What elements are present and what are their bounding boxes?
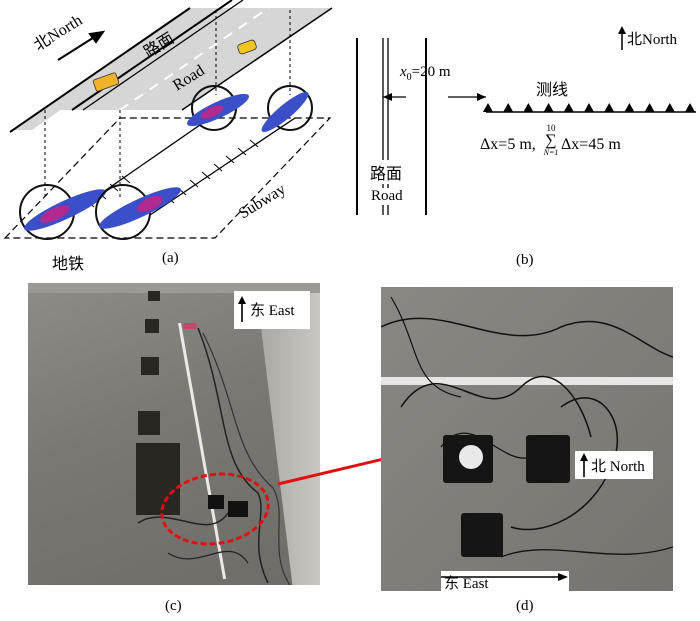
north-label-d: 北 North	[591, 459, 645, 475]
north-badge-d	[575, 451, 653, 479]
panel-b-diagram	[356, 26, 696, 215]
sigma-icon: ∑	[545, 132, 557, 149]
photo-c: 东 East	[28, 283, 320, 585]
north-arrow-icon-d	[578, 452, 590, 478]
sum-top: 10	[546, 123, 556, 133]
sensor-unit-1	[443, 435, 493, 483]
caption-c: (c)	[165, 598, 182, 614]
caption-a: (a)	[162, 250, 179, 266]
sensor-marker	[503, 103, 514, 112]
sensor-marker	[523, 103, 534, 112]
sum-bottom: N=1	[543, 148, 559, 157]
sensor-cap	[459, 445, 483, 469]
sensor-block	[138, 411, 160, 435]
subway-cn-label: 地铁	[52, 256, 85, 273]
caption-d: (d)	[516, 598, 534, 614]
car-icon	[237, 39, 257, 55]
road-lower-band	[15, 88, 92, 130]
photo-d: 北 North 东 East	[381, 287, 673, 591]
east-badge-d	[441, 571, 569, 591]
sensor-marker	[563, 103, 574, 112]
subway-train-2	[95, 184, 181, 240]
sum-expression: Δx=45 m	[561, 136, 621, 153]
red-connector	[183, 323, 197, 329]
sensor-marker	[685, 103, 695, 112]
sensor-marker	[604, 103, 615, 112]
x0-subscript: 0	[406, 72, 412, 83]
survey-line-label: 测线	[536, 82, 569, 99]
north-label-b: 北North	[627, 32, 677, 48]
geophone	[208, 495, 224, 509]
sensor-row	[483, 103, 695, 112]
east-arrow-icon	[236, 295, 248, 323]
sum-symbol: 10 ∑ N=1	[543, 124, 559, 157]
geophone	[228, 501, 248, 517]
sensor-marker	[624, 103, 635, 112]
panel-b: 北North x0=20 m 测线 Δx=5 m, 10 ∑ N=1 Δx=45…	[340, 0, 700, 275]
sensor-unit-2	[526, 435, 570, 483]
road-cn-label-b: 路面	[369, 160, 404, 184]
x0-value: =20 m	[411, 64, 451, 80]
subway-train-4	[261, 85, 313, 133]
spacing-label: Δx=5 m,	[480, 136, 536, 154]
north-arrow	[57, 30, 106, 61]
cables-c	[137, 327, 291, 585]
sensor-block-large	[136, 443, 180, 515]
sensor-block	[141, 357, 159, 375]
sensor-marker	[644, 103, 655, 112]
sensor-marker	[584, 103, 594, 112]
east-label-d: 东 East	[444, 576, 489, 591]
bus-icon	[92, 72, 120, 92]
road-en-label-b: Road	[370, 188, 404, 205]
sensor-block	[145, 319, 159, 333]
subway-train-3	[187, 85, 249, 131]
sensor-block	[148, 291, 160, 301]
curb-top	[28, 283, 320, 293]
x0-symbol: x	[400, 64, 407, 80]
sensor-marker	[483, 103, 493, 112]
x0-label: x0=20 m	[400, 64, 451, 83]
subway-train-1	[19, 184, 106, 240]
panel-a-diagram	[3, 0, 333, 240]
east-label-c: 东 East	[250, 303, 295, 319]
sensor-unit-3	[461, 513, 503, 557]
subway-plane	[3, 117, 332, 239]
sensor-marker	[664, 103, 675, 112]
sensor-marker	[543, 103, 554, 112]
dx-label: Δx=5 m,	[480, 136, 536, 153]
panel-a: 北North 路面 Road Subway 地铁 (a)	[0, 0, 340, 273]
caption-b: (b)	[516, 252, 534, 268]
direction-badge	[234, 291, 310, 329]
east-arrow-icon-d	[441, 568, 569, 581]
